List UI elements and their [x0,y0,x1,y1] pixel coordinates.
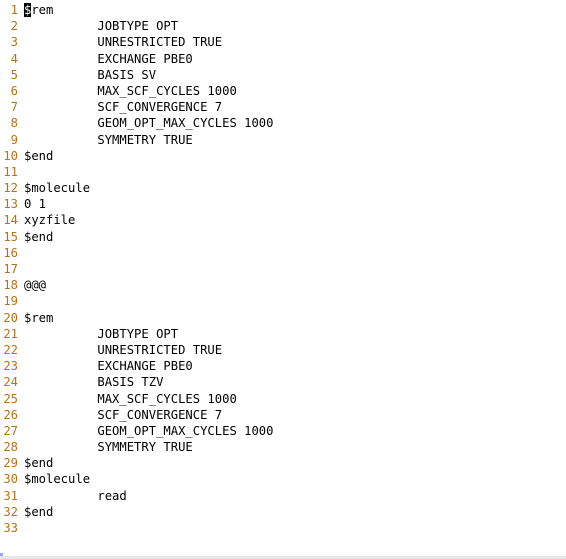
line-number: 17 [3,262,18,276]
editor-line[interactable]: 11 [0,164,566,180]
editor-line[interactable]: 1 $rem [0,2,566,18]
line-number: 15 [3,229,18,244]
editor-line[interactable]: 15 $end [0,229,566,245]
editor-line[interactable]: 25 MAX_SCF_CYCLES 1000 [0,391,566,407]
editor-line[interactable]: 21 JOBTYPE OPT [0,326,566,342]
line-text[interactable]: SYMMETRY TRUE [24,132,193,147]
editor-line[interactable]: 7 SCF_CONVERGENCE 7 [0,99,566,115]
line-number: 28 [3,440,18,455]
line-number: 16 [3,245,18,260]
line-number: 27 [3,423,18,438]
editor-line[interactable]: 20 $rem [0,310,566,326]
line-text[interactable]: GEOM_OPT_MAX_CYCLES 1000 [24,116,274,131]
editor-line[interactable]: 27 GEOM_OPT_MAX_CYCLES 1000 [0,423,566,439]
line-text[interactable]: EXCHANGE PBE0 [24,51,193,66]
editor-line[interactable]: 13 0 1 [0,196,566,212]
editor-line[interactable]: 12 $molecule [0,180,566,196]
editor-line[interactable]: 18 @@@ [0,277,566,293]
editor-line[interactable]: 26 SCF_CONVERGENCE 7 [0,407,566,423]
line-text[interactable]: SCF_CONVERGENCE 7 [24,407,223,422]
line-number: 26 [3,407,18,422]
line-text[interactable]: xyzfile [24,213,76,228]
line-number: 23 [3,359,18,374]
line-number: 13 [3,197,18,212]
line-number: 25 [3,391,18,406]
line-number: 21 [3,326,18,341]
editor-line[interactable]: 32 $end [0,504,566,520]
line-text[interactable]: BASIS TZV [24,375,164,390]
line-text[interactable]: GEOM_OPT_MAX_CYCLES 1000 [24,423,274,438]
line-text[interactable]: 0 1 [24,197,47,212]
line-number: 32 [3,504,18,519]
line-number: 5 [10,67,18,82]
line-text[interactable]: EXCHANGE PBE0 [24,359,193,374]
editor-line[interactable]: 3 UNRESTRICTED TRUE [0,34,566,50]
line-text[interactable]: $rem [24,310,54,325]
editor-line[interactable]: 31 read [0,488,566,504]
editor-line[interactable]: 17 [0,261,566,277]
corner-mark [0,553,3,556]
line-text[interactable]: read [24,488,127,503]
editor-line[interactable]: 19 [0,293,566,309]
line-number: 19 [3,294,18,309]
line-text[interactable]: $rem [24,2,53,18]
line-text[interactable]: $end [24,229,54,244]
line-text[interactable]: $molecule [24,181,91,196]
line-text[interactable]: UNRESTRICTED TRUE [24,342,223,357]
editor-line[interactable]: 10 $end [0,148,566,164]
line-number: 31 [3,488,18,503]
line-text[interactable]: UNRESTRICTED TRUE [24,35,223,50]
line-number: 29 [3,456,18,471]
line-number: 1 [10,3,18,17]
line-number: 30 [3,472,18,487]
line-text[interactable]: MAX_SCF_CYCLES 1000 [24,391,237,406]
editor-bottom-edge [0,556,566,559]
line-number: 33 [3,521,18,535]
line-text[interactable]: $molecule [24,472,91,487]
line-number: 24 [3,375,18,390]
line-number: 3 [10,35,18,50]
editor-line[interactable]: 5 BASIS SV [0,67,566,83]
line-number: 11 [3,164,18,179]
line-text[interactable]: JOBTYPE OPT [24,326,179,341]
line-number: 7 [10,100,18,115]
line-text[interactable]: @@@ [24,278,47,293]
line-text[interactable]: BASIS SV [24,67,157,82]
editor-line[interactable]: 22 UNRESTRICTED TRUE [0,342,566,358]
editor-line[interactable]: 2 JOBTYPE OPT [0,18,566,34]
editor-line[interactable]: 9 SYMMETRY TRUE [0,132,566,148]
line-number: 12 [3,181,18,196]
line-number: 8 [10,116,18,131]
line-text[interactable]: SYMMETRY TRUE [24,440,193,455]
editor-line[interactable]: 24 BASIS TZV [0,374,566,390]
line-text-rest: rem [31,3,54,17]
editor-line[interactable]: 16 [0,245,566,261]
line-number: 9 [10,132,18,147]
line-number: 10 [3,148,18,163]
editor-line[interactable]: 30 $molecule [0,471,566,487]
line-number: 2 [10,19,18,34]
line-text[interactable]: SCF_CONVERGENCE 7 [24,100,223,115]
line-text[interactable]: JOBTYPE OPT [24,19,179,34]
line-number: 20 [3,310,18,325]
line-text[interactable]: $end [24,504,54,519]
line-number: 22 [3,342,18,357]
line-number: 18 [3,278,18,293]
editor-line[interactable]: 28 SYMMETRY TRUE [0,439,566,455]
editor-line[interactable]: 23 EXCHANGE PBE0 [0,358,566,374]
editor-line[interactable]: 4 EXCHANGE PBE0 [0,51,566,67]
line-text[interactable]: $end [24,456,54,471]
editor-line[interactable]: 33 [0,520,566,536]
editor-line[interactable]: 29 $end [0,455,566,471]
line-number: 14 [3,213,18,228]
editor-line[interactable]: 14 xyzfile [0,212,566,228]
line-text[interactable]: $end [24,148,54,163]
editor-line[interactable]: 8 GEOM_OPT_MAX_CYCLES 1000 [0,115,566,131]
text-cursor: $ [24,3,32,17]
line-text[interactable]: MAX_SCF_CYCLES 1000 [24,83,237,98]
line-number: 4 [10,51,18,66]
editor-line[interactable]: 6 MAX_SCF_CYCLES 1000 [0,83,566,99]
line-number: 6 [10,83,18,98]
